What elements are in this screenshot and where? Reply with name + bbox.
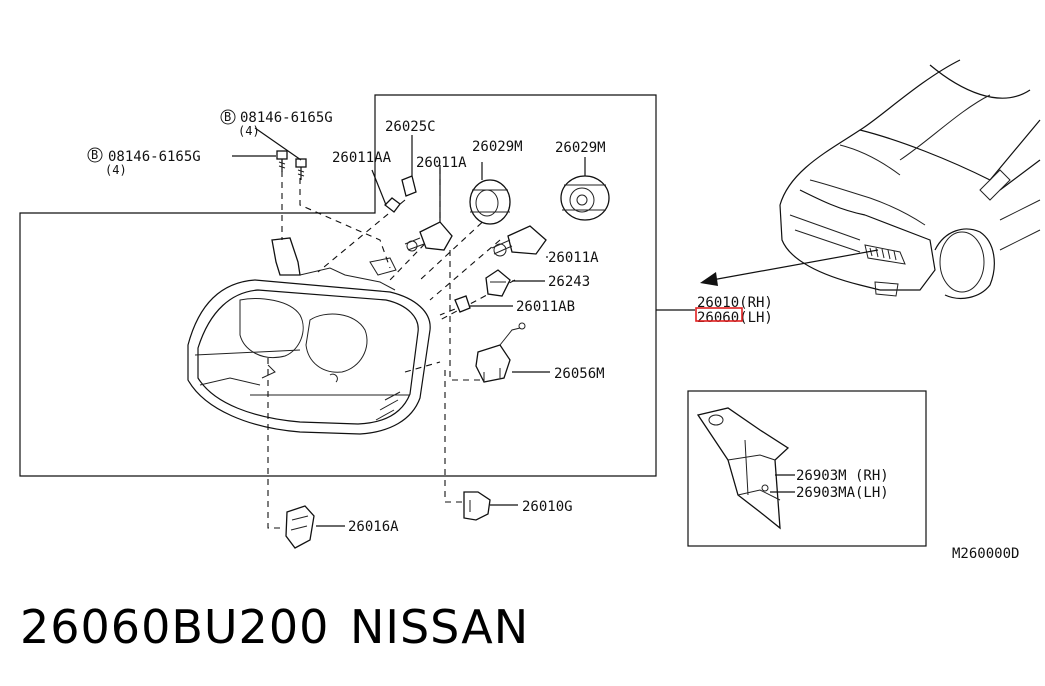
cap-26029M-right[interactable] bbox=[560, 157, 610, 221]
label-26025C: 26025C bbox=[385, 119, 436, 135]
label-26011A-right: 26011A bbox=[548, 250, 599, 266]
label-26243: 26243 bbox=[548, 274, 590, 290]
label-26011AB: 26011AB bbox=[516, 299, 575, 315]
label-26011AA: 26011AA bbox=[332, 150, 392, 166]
bracket-26016A[interactable] bbox=[285, 505, 345, 549]
footer-part-number: 26060BU200 bbox=[20, 600, 330, 654]
highlight-box bbox=[695, 307, 743, 322]
bulb-26011AB[interactable] bbox=[454, 295, 513, 313]
insert-frame bbox=[687, 390, 927, 547]
label-26010-rh: 26010(RH) bbox=[697, 295, 773, 311]
vehicle-illustration bbox=[779, 59, 1041, 299]
bracket-26903M[interactable] bbox=[696, 407, 795, 530]
label-26011A-top: 26011A bbox=[416, 155, 467, 171]
label-bolt-upper: 08146-6165G bbox=[240, 110, 333, 126]
label-26016A: 26016A bbox=[348, 519, 399, 535]
label-26903MA: 26903MA(LH) bbox=[796, 485, 889, 501]
bulb-26011A-high[interactable] bbox=[491, 225, 548, 258]
bolt-mark-left: B bbox=[87, 147, 103, 163]
label-26010G: 26010G bbox=[522, 499, 573, 515]
socket-26025C[interactable] bbox=[401, 135, 417, 197]
svg-text:B: B bbox=[91, 148, 98, 162]
leader-lines bbox=[267, 160, 516, 529]
svg-text:B: B bbox=[224, 110, 231, 124]
label-26056M: 26056M bbox=[554, 366, 605, 382]
footer-brand: NISSAN bbox=[350, 600, 530, 654]
cap-26029M-left[interactable] bbox=[469, 162, 511, 225]
assembly-frame bbox=[19, 94, 657, 477]
location-arrow bbox=[700, 249, 879, 286]
clip-26010G[interactable] bbox=[463, 491, 518, 521]
label-26029M-a: 26029M bbox=[472, 139, 523, 155]
bulb-26011A-low[interactable] bbox=[404, 165, 453, 252]
label-26903M: 26903M (RH) bbox=[796, 468, 889, 484]
socket-26243[interactable] bbox=[485, 269, 545, 297]
bolt-mark-upper: B bbox=[220, 109, 236, 125]
headlamp-assembly[interactable] bbox=[187, 237, 431, 435]
diagram-code: M260000D bbox=[952, 546, 1019, 562]
bolt-upper[interactable] bbox=[295, 158, 307, 180]
label-bolt-upper-qty: (4) bbox=[238, 124, 260, 138]
label-26060-lh: 26060(LH) bbox=[697, 310, 773, 326]
label-bolt-left-qty: (4) bbox=[105, 163, 127, 177]
label-bolt-left: 08146-6165G bbox=[108, 149, 201, 165]
bulb-26011AA[interactable] bbox=[371, 169, 401, 213]
label-26029M-b: 26029M bbox=[555, 140, 606, 156]
motor-26056M[interactable] bbox=[475, 322, 550, 383]
bolt-left[interactable] bbox=[276, 150, 288, 172]
